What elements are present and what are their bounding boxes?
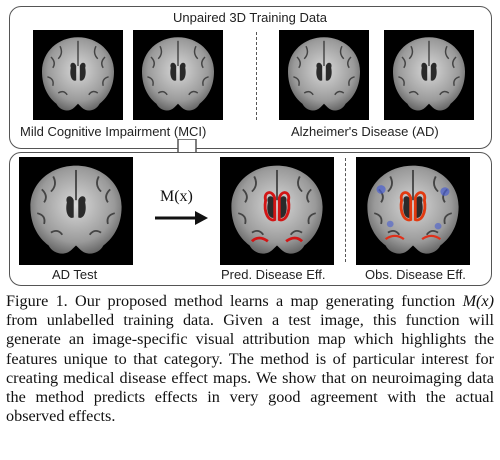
training-data-title: Unpaired 3D Training Data <box>173 10 327 25</box>
ad-test-brain-image <box>19 157 133 265</box>
right-arrow-icon <box>155 211 208 225</box>
figure-caption: Figure 1. Our proposed method learns a m… <box>6 292 494 426</box>
figure-label: Figure 1. <box>6 292 68 310</box>
ad-brain-image-2 <box>384 30 474 120</box>
pred-effect-label: Pred. Disease Eff. <box>221 267 326 282</box>
mci-brain-image-1 <box>33 30 123 120</box>
map-function-label: M(x) <box>160 188 193 205</box>
ad-test-label: AD Test <box>52 267 98 282</box>
caption-text-part1: Our proposed method learns a map generat… <box>75 292 456 310</box>
caption-text-part2: from unlabelled training data. Given a t… <box>6 311 494 426</box>
predicted-effect-map <box>220 157 334 265</box>
ad-group-label: Alzheimer's Disease (AD) <box>291 124 439 139</box>
obs-effect-label: Obs. Disease Eff. <box>365 267 466 282</box>
caption-math: M(x) <box>462 292 495 310</box>
observed-effect-map <box>356 157 470 265</box>
mci-group-label: Mild Cognitive Impairment (MCI) <box>20 124 207 139</box>
mci-brain-image-2 <box>133 30 223 120</box>
pred-obs-divider <box>345 158 346 262</box>
ad-brain-image-1 <box>279 30 369 120</box>
group-divider <box>256 32 257 120</box>
